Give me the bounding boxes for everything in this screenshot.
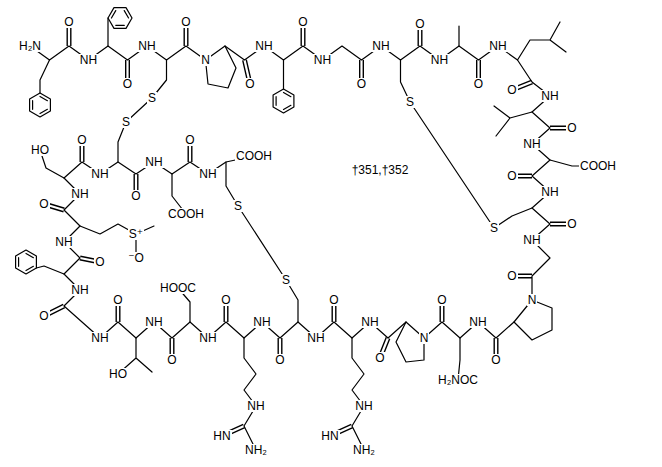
atom-label: S [233,200,243,212]
atom-label: NH [79,54,98,66]
atom-label: NH [313,54,332,66]
atom-label: NH [522,138,541,150]
atom-label: O [180,16,191,28]
atom-label: HOOC [159,282,197,294]
benzene-rings [16,2,294,274]
disulfide-bonds [126,98,494,280]
atom-label: NH [90,332,109,344]
atom-label: NH₂ [352,444,376,456]
atom-label: O [63,16,74,28]
atom-label: S [281,274,291,286]
atom-label: O [244,78,255,90]
atom-label: ⁻O [127,252,145,264]
atom-label: S [489,222,499,234]
atom-label: O [473,78,484,90]
atom-label: O [506,84,517,96]
atom-label: NH [540,90,559,102]
atom-label: O [130,190,141,202]
atom-label: S [405,96,415,108]
atom-label: O [38,198,49,210]
atom-label: NH₂ [244,444,268,456]
atom-label: NH [430,54,449,66]
atom-label: S [121,116,131,128]
atom-label: S⁺ [128,228,144,240]
atom-label: O [506,170,517,182]
atom-label: HN [320,430,339,442]
atom-label: O [274,354,285,366]
atom-label: NH [354,400,373,412]
atom-label: HO [30,144,50,156]
atom-label: O [38,310,49,322]
atom-label: O [297,16,308,28]
atom-label: COOH [167,208,205,220]
atom-label: NH [522,234,541,246]
atom-label: N [419,332,430,344]
atom-label: O [566,218,577,230]
atom-label: O [184,134,195,146]
single-bonds [16,2,598,450]
atom-label: NH [70,188,89,200]
atom-label: O [374,352,385,364]
atom-label: N [200,54,211,66]
atom-label: NH [371,40,390,52]
atom-label: NH [198,332,217,344]
atom-label: COOH [235,150,273,162]
atom-label: COOH [579,160,617,172]
atom-label: NH [540,186,559,198]
atom-label: H₂N [18,40,42,52]
double-bonds [44,22,572,436]
atom-label: NH [468,316,487,328]
atom-label: HO [108,368,128,380]
atom-label: S [147,92,157,104]
atom-label: NH [488,40,507,52]
atom-label: O [94,256,105,268]
atom-label: H₂NOC [437,374,479,386]
atom-label: NH [70,284,89,296]
atom-label: O [566,122,577,134]
atom-label: O [112,294,123,306]
atom-label: NH [144,156,163,168]
atom-label: HN [212,430,231,442]
atom-label: O [220,294,231,306]
atom-label: O [122,78,133,90]
atom-label: O [328,294,339,306]
atom-label: NH [198,168,217,180]
atom-label: O [166,354,177,366]
atom-label: NH [254,40,273,52]
atom-label: O [490,354,501,366]
atom-label: O [356,78,367,90]
atom-label: NH [90,168,109,180]
atom-label: O [414,18,425,30]
atom-label: NH [144,316,163,328]
atom-label: NH [252,316,271,328]
atom-label: NH [246,400,265,412]
atom-label: N [527,294,538,306]
atom-label: NH [54,236,73,248]
atom-label: O [506,270,517,282]
atom-label: NH [306,332,325,344]
atom-label: NH [360,316,379,328]
atom-label: O [436,294,447,306]
atom-label: NH [137,40,156,52]
compound-number: †351,†352 [351,164,410,176]
atom-label: O [76,134,87,146]
